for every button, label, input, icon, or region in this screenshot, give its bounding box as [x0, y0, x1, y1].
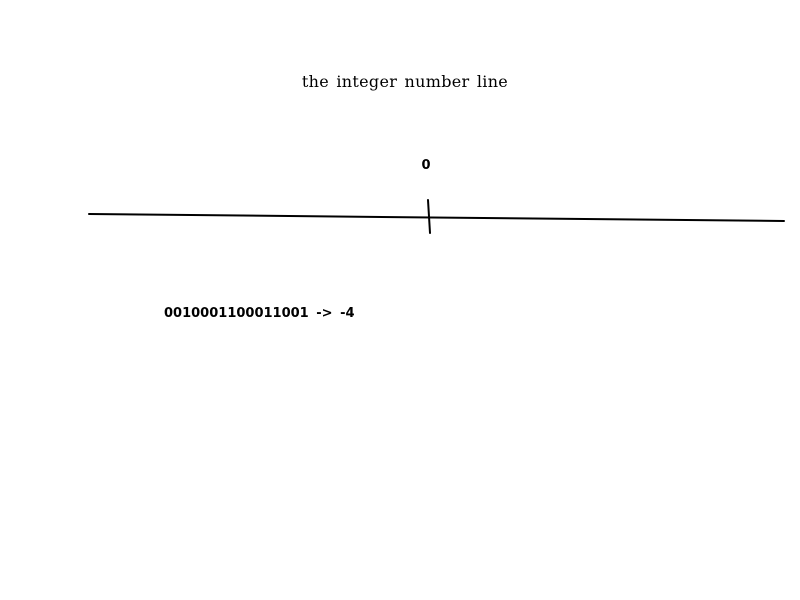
mapped-value: -4: [340, 306, 355, 321]
number-line: [88, 213, 785, 222]
binary-mapping: 0010001100011001 -> -4: [164, 306, 355, 321]
mapping-arrow: ->: [316, 306, 333, 321]
zero-tick-mark: [427, 199, 431, 234]
zero-tick-label: 0: [421, 158, 431, 173]
diagram-title: the integer number line: [301, 72, 509, 91]
binary-string: 0010001100011001: [164, 306, 309, 321]
